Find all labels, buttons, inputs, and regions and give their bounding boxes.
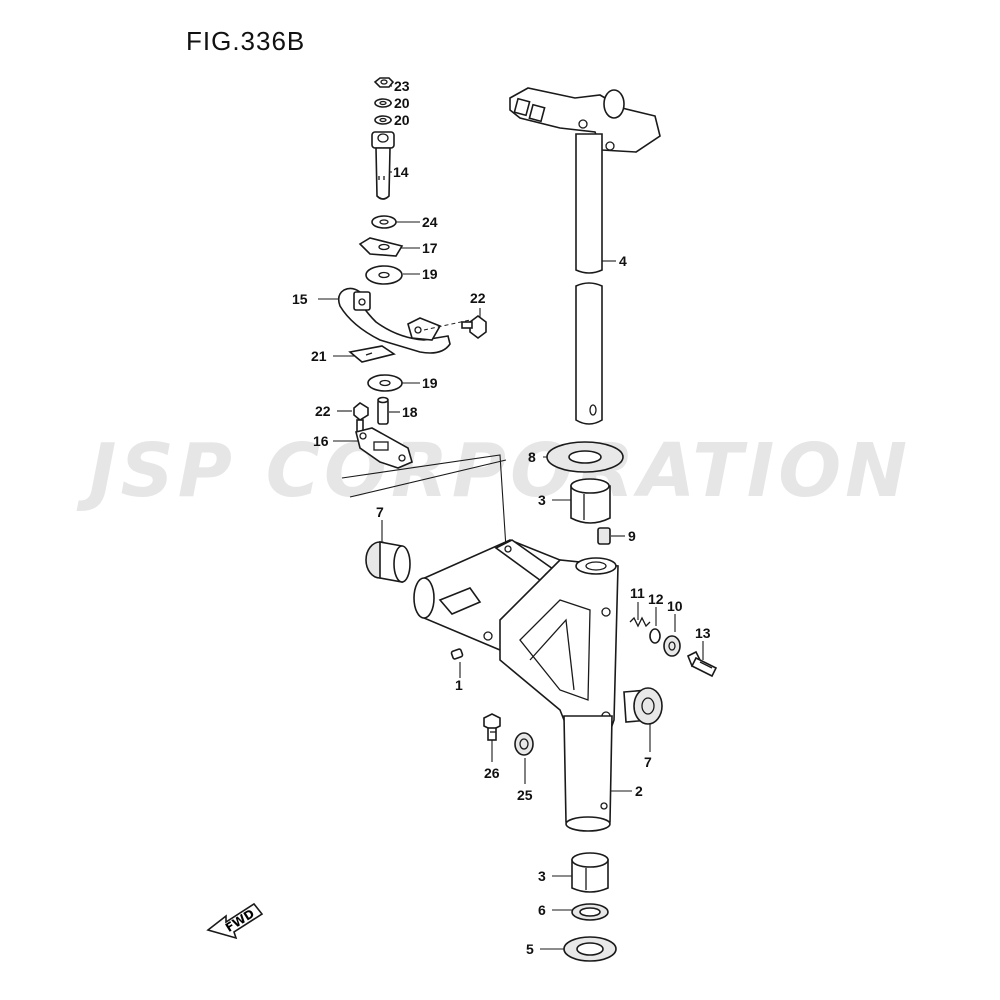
washer-20a	[374, 98, 392, 108]
bushing-3a	[570, 478, 611, 524]
bushing-7a	[365, 541, 411, 583]
callout-7b: 7	[644, 754, 652, 770]
callout-5: 5	[526, 941, 534, 957]
callout-14: 14	[393, 164, 409, 180]
callout-9: 9	[628, 528, 636, 544]
callout-26: 26	[484, 765, 500, 781]
callout-3a: 3	[538, 492, 546, 508]
figure-title: FIG.336B	[186, 26, 306, 56]
callout-22b: 22	[315, 403, 331, 419]
bolt-14	[371, 131, 395, 200]
washer-25	[514, 732, 534, 756]
callout-labels: 23 20 20 14 24 17 19 15 22 21 19 22 18 1…	[292, 78, 711, 957]
bolt-22a	[461, 315, 487, 339]
callout-19a: 19	[422, 266, 438, 282]
watermark: JSP CORPORATION	[88, 428, 912, 514]
grease-nipple-1	[450, 648, 464, 660]
bushing-3b	[571, 852, 609, 893]
callout-1: 1	[455, 677, 463, 693]
spring-21	[348, 345, 396, 363]
callout-3b: 3	[538, 868, 546, 884]
callout-15: 15	[292, 291, 308, 307]
stopper-plate-16	[355, 427, 413, 469]
bolt-22b	[353, 402, 369, 433]
callout-21: 21	[311, 348, 327, 364]
callout-20b: 20	[394, 112, 410, 128]
block-9	[597, 527, 611, 545]
swivel-bracket-2	[413, 539, 619, 832]
callout-24: 24	[422, 214, 438, 230]
hex-nut-23	[373, 77, 395, 88]
washer-6	[571, 903, 609, 921]
callout-16: 16	[313, 433, 329, 449]
callout-23a: 23	[394, 78, 410, 94]
callout-10: 10	[667, 598, 683, 614]
o-ring-12	[649, 628, 661, 644]
washer-20b	[374, 115, 392, 125]
callout-2: 2	[635, 783, 643, 799]
bushing-7b	[623, 687, 663, 725]
callout-17: 17	[422, 240, 438, 256]
callout-7a: 7	[376, 504, 384, 520]
tilt-lock-lever-15	[337, 287, 471, 354]
callout-11: 11	[630, 585, 645, 601]
washer-19a	[365, 265, 403, 285]
fwd-arrow-icon: FWD	[206, 902, 264, 940]
spring-11	[629, 616, 651, 628]
callout-12: 12	[648, 591, 664, 607]
callout-4: 4	[619, 253, 627, 269]
callout-19b: 19	[422, 375, 438, 391]
callout-13: 13	[695, 625, 711, 641]
plug-10	[663, 635, 681, 657]
callout-8: 8	[528, 449, 536, 465]
washer-8	[546, 441, 624, 473]
callout-25: 25	[517, 787, 533, 803]
callout-18: 18	[402, 404, 418, 420]
callout-20a: 20	[394, 95, 410, 111]
callout-22a: 22	[470, 290, 486, 306]
washer-24	[371, 215, 397, 229]
washer-5	[563, 936, 617, 962]
steering-bracket-4	[509, 87, 661, 425]
fwd-label: FWD	[223, 906, 257, 935]
bolt-26	[483, 713, 501, 741]
pin-18	[377, 396, 389, 425]
bolt-13	[686, 650, 718, 678]
callout-6: 6	[538, 902, 546, 918]
washer-19b	[367, 374, 403, 392]
lock-plate-17	[358, 237, 404, 257]
